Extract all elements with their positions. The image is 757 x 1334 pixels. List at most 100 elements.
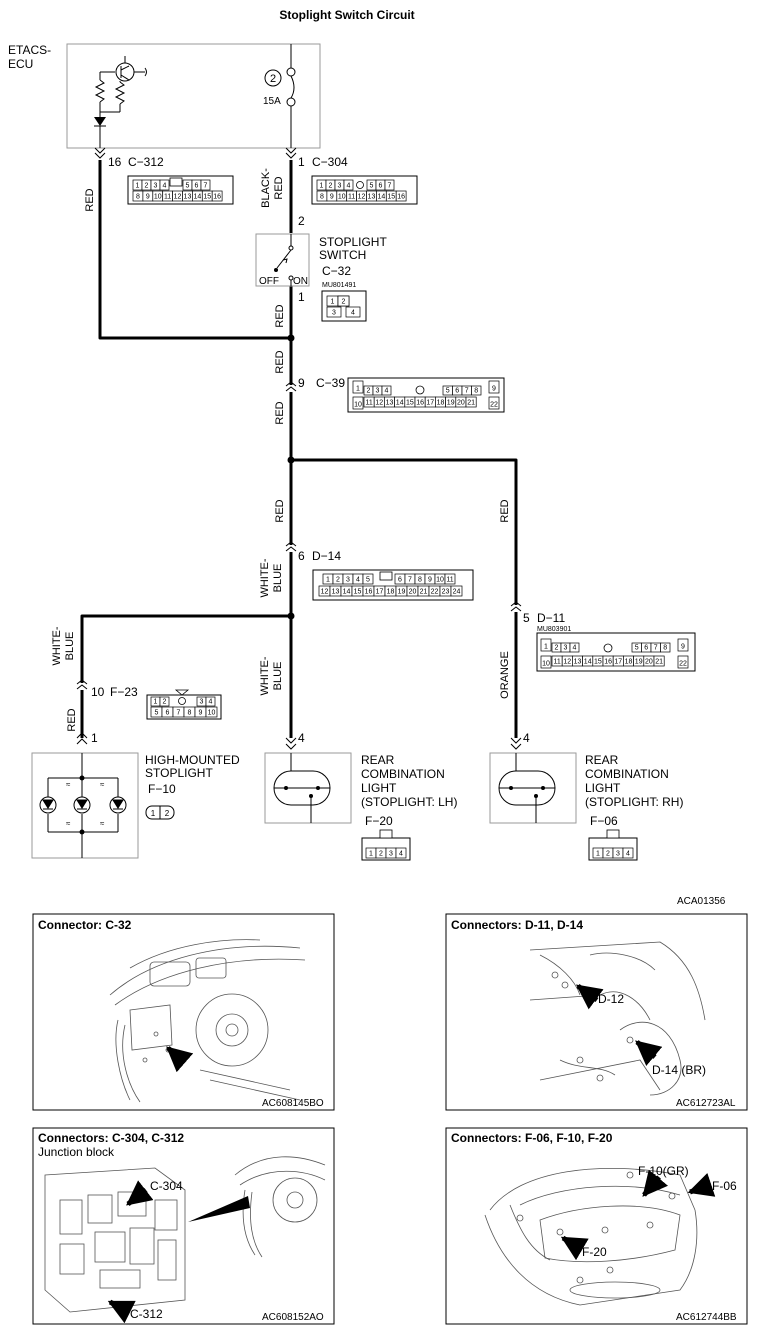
connector-cell-label: 8 [188, 710, 192, 717]
ecu-label-2: ECU [8, 57, 33, 71]
wire-label-white: WHITE- [51, 626, 63, 665]
connector-cell-label: 2 [367, 388, 371, 395]
connector-cell [362, 573, 374, 585]
pin-d11: 5 [523, 611, 530, 625]
callout-d14: D-14 (BR) [652, 1063, 706, 1077]
connector-cell-label: 6 [398, 577, 402, 584]
d11-part-number: MU803901 [537, 626, 571, 633]
conn-d14-label: D−14 [312, 549, 341, 563]
stoplight-switch: OFF ON STOPLIGHT SWITCH C−32 MU801491 [255, 233, 387, 289]
connector-cell [337, 295, 350, 307]
pin-ecu-right: 1 [298, 155, 305, 169]
connector-cell-label: 17 [614, 659, 622, 666]
connector-cell-label: 5 [155, 710, 159, 717]
connector-cell-label: 1 [154, 699, 158, 706]
connector-cell-label: 8 [320, 194, 324, 201]
wire-label-blue: BLUE [272, 662, 284, 691]
connector-cell-label: 11 [348, 194, 355, 201]
connector-cell-label: 19 [398, 589, 406, 596]
connector-cell [205, 706, 218, 718]
connector-cell-label: 22 [431, 589, 439, 596]
pointer-arrow [687, 1173, 716, 1197]
connector-cell-label: 1 [356, 386, 360, 393]
splice-node [287, 456, 295, 464]
connector-cell [488, 380, 500, 394]
connector-cell-label: 7 [465, 388, 469, 395]
cell: 1 [151, 809, 156, 818]
lh-label-3: LIGHT [361, 781, 397, 795]
connector-cell [352, 380, 364, 394]
splice-node [287, 612, 295, 620]
connector-cell-label: 5 [186, 183, 190, 190]
wire-label-red: RED [499, 499, 511, 522]
connector-key [356, 181, 364, 189]
connector-cell [450, 585, 463, 597]
pointer-arrow [107, 1299, 136, 1324]
connector-cell-label: 7 [388, 183, 392, 190]
callout-f06: F-06 [712, 1179, 737, 1193]
connector-cell-label: 1 [331, 299, 335, 306]
fuse-number: 2 [270, 73, 276, 85]
connector-cell-label: 8 [474, 388, 478, 395]
connector-cell [677, 655, 689, 669]
connector-cell-label: 2 [342, 299, 346, 306]
svg-text:≈: ≈ [66, 780, 71, 789]
panel-code: AC612744BB [676, 1312, 737, 1323]
panel-frame [32, 913, 335, 1111]
connector-cell-label: 1 [544, 644, 548, 651]
connector-cell-label: 4 [347, 183, 351, 190]
panel-d11-d14: Connectors: D-11, D-14 D-12 D-14 (BR) AC… [445, 913, 748, 1111]
callout-f10: F-10(GR) [638, 1164, 689, 1178]
connector-cell-label: 15 [387, 194, 395, 201]
connector-cell-label: 18 [387, 589, 395, 596]
callout-f20: F-20 [582, 1245, 607, 1259]
connector-cell-label: 12 [563, 659, 571, 666]
connector-cell-label: 4 [626, 851, 630, 858]
connector-cell-label: 3 [616, 851, 620, 858]
connector-cell-label: 15 [203, 194, 211, 201]
connector-cell-label: 19 [635, 659, 643, 666]
connector-cell [622, 847, 634, 859]
connector-cell-label: 8 [418, 577, 422, 584]
connector-cell [471, 385, 482, 396]
connector-cell-label: 16 [213, 194, 221, 201]
connector-cell-label: 7 [204, 183, 208, 190]
connector-cell-label: 4 [399, 851, 403, 858]
panel-code: AC612723AL [676, 1098, 736, 1109]
connector-key [178, 697, 186, 705]
connector-cell-label: 22 [679, 661, 687, 668]
rh-label-2: COMBINATION [585, 767, 669, 781]
wire-red-rh [291, 458, 518, 605]
connector-cell-label: 9 [199, 710, 203, 717]
cell: 2 [165, 809, 170, 818]
connector-cell [465, 396, 477, 408]
connector-cell-label: 12 [321, 589, 329, 596]
connector-cell-label: 12 [174, 194, 182, 201]
connector-cell-label: 14 [584, 659, 592, 666]
connector-key [379, 829, 393, 839]
connector-cell-label: 9 [330, 194, 334, 201]
connector-cell-label: 15 [406, 400, 414, 407]
connector-cell-label: 19 [447, 400, 455, 407]
connector-cell-label: 14 [396, 400, 404, 407]
lh-label-1: REAR [361, 753, 395, 767]
callout-d12: D-12 [598, 992, 624, 1006]
fuse-rating: 15A [263, 96, 281, 107]
lh-conn-label: F−20 [365, 814, 393, 828]
connector-cell-label: 1 [369, 851, 373, 858]
connector-cell-label: 3 [389, 851, 393, 858]
connector-cell-label: 17 [376, 589, 384, 596]
connector-cell-label: 4 [351, 310, 355, 317]
connector-cell [660, 642, 671, 653]
pin-c39: 9 [298, 376, 305, 390]
connector-cell-label: 7 [408, 577, 412, 584]
connector-cell [540, 638, 552, 652]
rear-combination-light-lh: REAR COMBINATION LIGHT (STOPLIGHT: LH) F… [264, 752, 457, 828]
connector-cell-label: 24 [453, 589, 461, 596]
connector-cell-label: 16 [365, 589, 373, 596]
connector-cell-label: 13 [184, 194, 192, 201]
connector-cell-label: 10 [208, 710, 216, 717]
connector-cell-label: 4 [356, 577, 360, 584]
connector-cell-label: 21 [420, 589, 428, 596]
connector-cell-label: 9 [428, 577, 432, 584]
